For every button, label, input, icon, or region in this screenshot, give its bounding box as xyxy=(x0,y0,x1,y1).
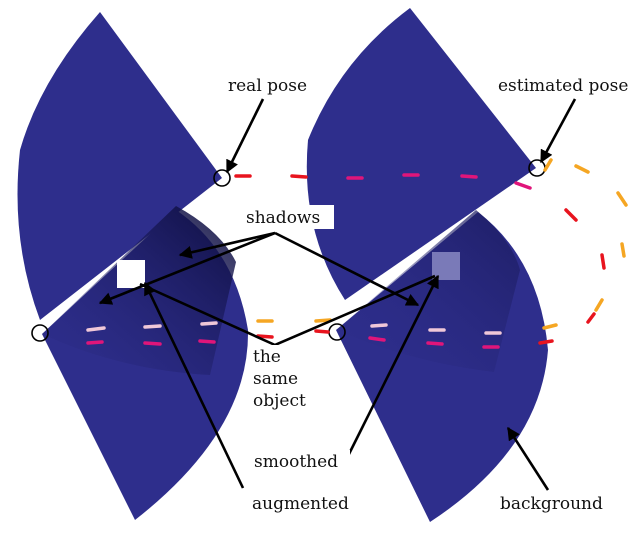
arrow-real-pose xyxy=(225,98,265,174)
traj-dash xyxy=(368,336,386,342)
traj-dash xyxy=(86,326,106,332)
traj-dash xyxy=(600,253,606,270)
traj-dash xyxy=(620,242,626,258)
traj-dash xyxy=(564,208,578,222)
labels: real pose estimated pose shadows the sam… xyxy=(228,76,628,515)
real-pose-marker xyxy=(213,169,231,187)
arrow-smoothed xyxy=(343,274,440,463)
label-augmented: augmented xyxy=(252,494,349,514)
right-fov-upper xyxy=(306,8,536,300)
arrow-shadows-left xyxy=(178,231,276,259)
label-shadows: shadows xyxy=(246,208,320,228)
traj-dash xyxy=(370,323,388,328)
label-real-pose: real pose xyxy=(228,76,307,96)
label-the: the xyxy=(253,347,281,367)
traj-dash xyxy=(542,323,558,330)
traj-dash xyxy=(460,174,478,179)
left-panel xyxy=(17,12,249,520)
left-start-pose-marker xyxy=(31,324,49,342)
label-estimated-pose: estimated pose xyxy=(498,76,628,96)
traj-dash xyxy=(543,158,553,172)
traj-dash xyxy=(86,340,104,345)
arrow-augmented xyxy=(143,281,245,489)
arrow-shadows-left2 xyxy=(98,231,276,305)
traj-dash xyxy=(314,318,332,323)
traj-dash xyxy=(574,164,590,174)
traj-dash xyxy=(538,339,554,345)
traj-dash xyxy=(256,334,274,339)
traj-dash xyxy=(314,329,330,334)
left-fov-upper xyxy=(17,12,222,320)
smoothed-object xyxy=(432,252,460,280)
traj-dash xyxy=(198,339,216,344)
arrow-estimated-pose xyxy=(539,98,577,164)
right-shadow-region xyxy=(336,210,520,372)
traj-dash xyxy=(616,191,628,207)
label-object: object xyxy=(253,391,306,411)
traj-dash xyxy=(514,181,532,190)
trajectory-dashes xyxy=(86,158,628,349)
traj-dash xyxy=(426,341,444,346)
label-background: background xyxy=(500,494,603,514)
traj-dash xyxy=(594,298,604,312)
traj-dash xyxy=(200,321,218,326)
traj-dash xyxy=(586,312,596,324)
traj-dash xyxy=(143,341,162,346)
traj-dash xyxy=(143,324,162,329)
arrow-background xyxy=(506,426,550,491)
traj-dash xyxy=(290,174,308,179)
label-same: same xyxy=(253,369,298,389)
label-smoothed: smoothed xyxy=(254,452,338,472)
